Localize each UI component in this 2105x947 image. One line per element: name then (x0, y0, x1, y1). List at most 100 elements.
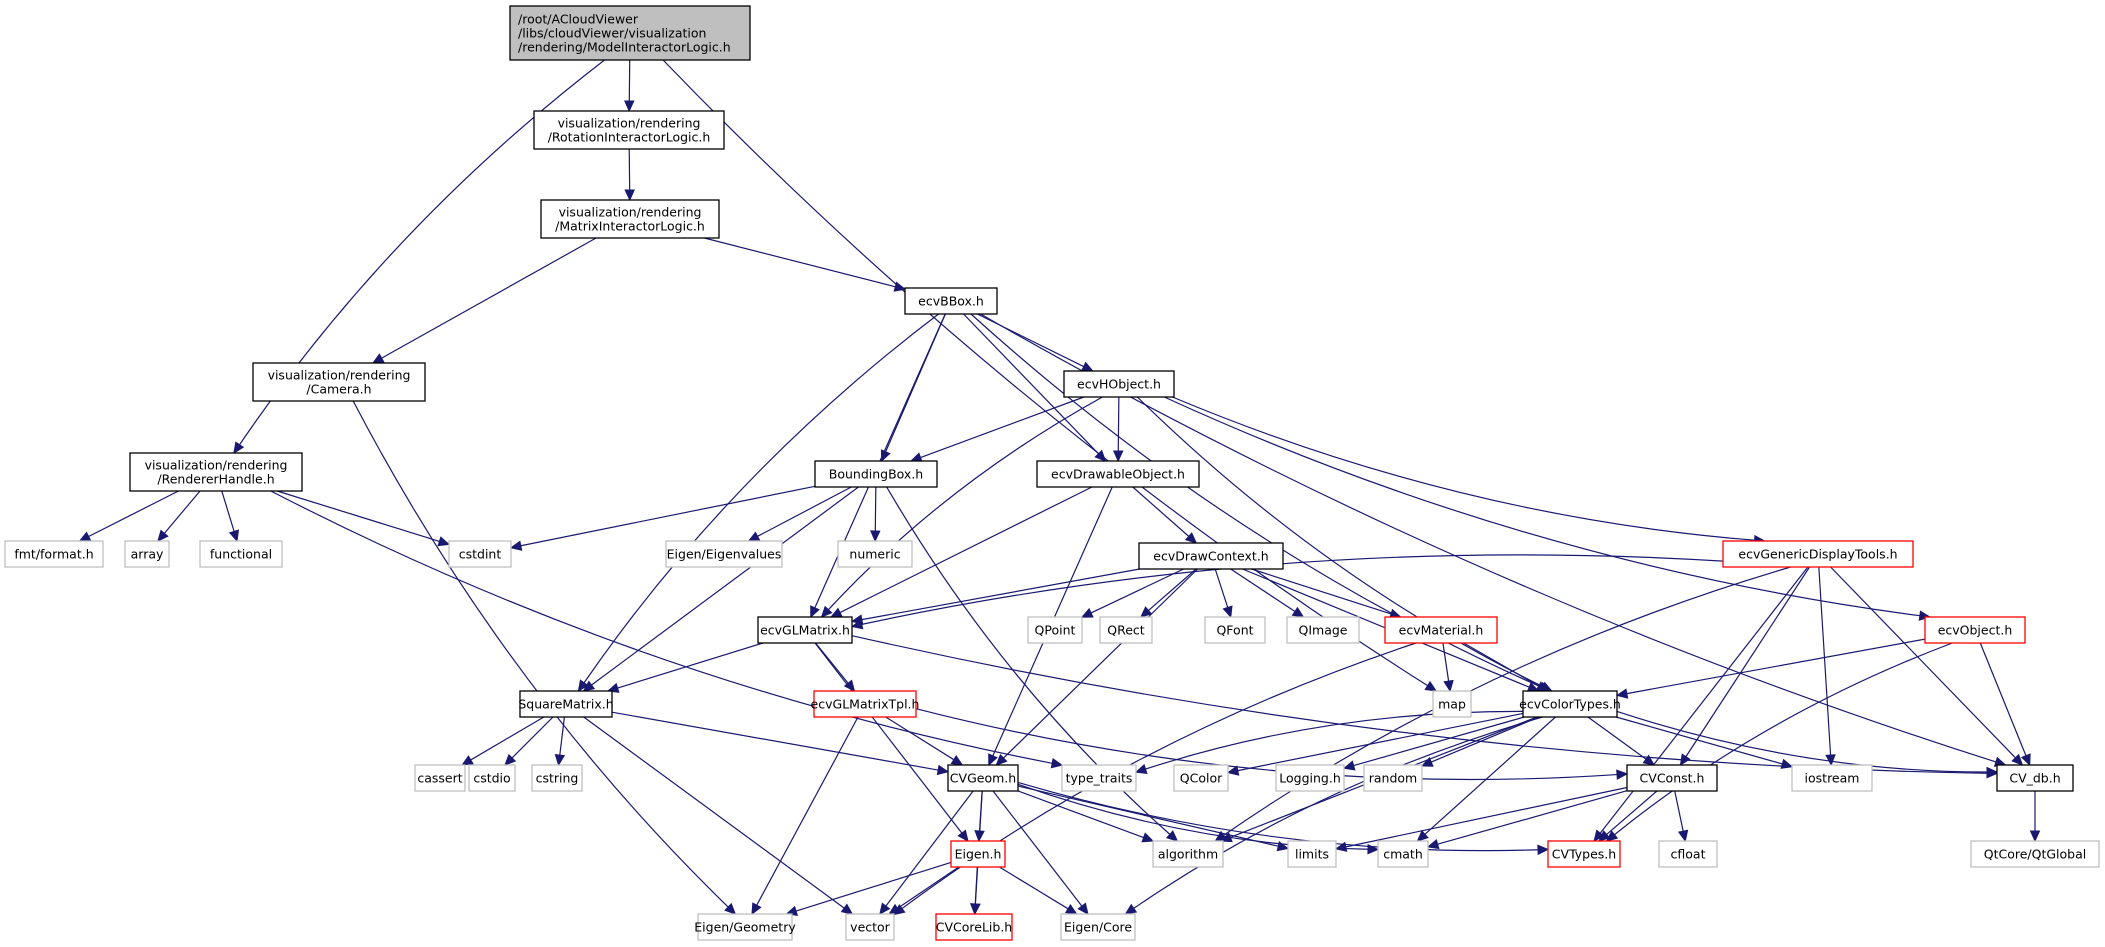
node-functional: functional (199, 540, 283, 568)
edge-renderer-to-cstdint (276, 490, 440, 542)
node-cvgeom[interactable]: CVGeom.h (947, 764, 1019, 792)
edge-generic-to-cvtypes (1599, 566, 1809, 834)
edge-drawcontext-to-qfont (1214, 568, 1229, 608)
arrowhead-glmatrixtpl-to-cvgeom (950, 754, 964, 766)
node-material[interactable]: ecvMaterial.h (1384, 616, 1498, 644)
edge-eigenh-to-cvcorelib (974, 866, 978, 905)
node-label-typetraits: type_traits (1066, 771, 1133, 786)
edge-cvgeom-to-algorithm (1017, 790, 1144, 839)
edge-ecvbbox-to-colortypes (970, 313, 1542, 688)
node-fmt: fmt/format.h (4, 540, 104, 568)
node-glmatrixtpl[interactable]: ecvGLMatrixTpl.h (811, 690, 920, 718)
node-label-matrixil: /MatrixInteractorLogic.h (555, 219, 705, 234)
node-root[interactable]: /root/ACloudViewer/libs/cloudViewer/visu… (509, 5, 751, 61)
node-box-logging (1275, 764, 1345, 792)
arrowhead-rotation-to-matrixil (624, 189, 635, 202)
arrowhead-renderer-to-typetraits (1050, 758, 1064, 769)
node-eigenh[interactable]: Eigen.h (950, 840, 1006, 868)
edge-colortypes-to-eigencore (1133, 716, 1543, 909)
node-box-drawable (1036, 460, 1200, 488)
arrowhead-glmatrix-to-eigenh (957, 829, 969, 842)
node-label-cvtypes: CVTypes.h (1552, 847, 1616, 862)
arrowhead-ecvhobject-to-drawable (1112, 450, 1124, 463)
edge-cvgeom-to-eigencore (992, 790, 1083, 907)
node-box-qimage (1286, 616, 1360, 644)
node-ecvobject[interactable]: ecvObject.h (1924, 616, 2026, 644)
node-box-drawcontext (1138, 542, 1284, 570)
edge-squarematrix-to-cassert (470, 716, 545, 761)
node-boundingbox[interactable]: BoundingBox.h (814, 460, 938, 488)
edge-cvgeom-to-cvtypes (1017, 781, 1539, 852)
node-qimage: QImage (1286, 616, 1360, 644)
node-label-camera: /Camera.h (306, 382, 371, 397)
arrowhead-boundingbox-to-squarematrix (582, 680, 596, 692)
node-cstring: cstring (531, 764, 583, 792)
edge-glmatrix-to-cvdb (851, 635, 1988, 774)
node-cvconst[interactable]: CVConst.h (1626, 764, 1718, 792)
arrowhead-squarematrix-to-cstring (554, 753, 566, 767)
node-cvcorelib[interactable]: CVCoreLib.h (935, 913, 1013, 941)
edge-colortypes-to-qcolor (1237, 712, 1524, 772)
node-label-numeric: numeric (849, 547, 900, 562)
node-label-camera: visualization/rendering (268, 368, 411, 383)
node-box-cassert (414, 764, 466, 792)
node-label-cvgeom: CVGeom.h (950, 771, 1016, 786)
arrowhead-drawcontext-to-qrect (1140, 606, 1153, 618)
node-squarematrix[interactable]: SquareMatrix.h (518, 690, 614, 718)
node-matrixil[interactable]: visualization/rendering/MatrixInteractor… (540, 199, 720, 239)
node-label-glmatrix: ecvGLMatrix.h (760, 623, 850, 638)
edge-eigenh-to-eigencore (999, 866, 1069, 910)
node-ecvbbox[interactable]: ecvBBox.h (904, 287, 998, 315)
edge-ecvbbox-to-squarematrix (583, 313, 939, 684)
node-box-qcolor (1173, 764, 1229, 792)
arrowhead-material-to-vector (893, 904, 906, 916)
node-renderer[interactable]: visualization/rendering/RendererHandle.h (129, 452, 303, 492)
node-label-renderer: visualization/rendering (145, 458, 288, 473)
edge-squarematrix-to-cstring (559, 716, 566, 756)
edge-ecvhobject-to-generic (1172, 396, 1755, 541)
node-label-material: ecvMaterial.h (1399, 623, 1484, 638)
node-generic[interactable]: ecvGenericDisplayTools.h (1722, 540, 1914, 568)
node-colortypes[interactable]: ecvColorTypes.h (1519, 690, 1621, 718)
node-box-vector (845, 913, 895, 941)
node-rotation[interactable]: visualization/rendering/RotationInteract… (533, 110, 725, 150)
node-map: map (1432, 690, 1472, 718)
edge-cvconst-to-cfloat (1674, 790, 1684, 832)
node-box-generic (1722, 540, 1914, 568)
node-ecvhobject[interactable]: ecvHObject.h (1063, 370, 1175, 398)
edge-ecvobject-to-cvtypes (1614, 642, 1953, 836)
arrowhead-ecvobject-to-colortypes (1615, 688, 1629, 699)
node-box-cvconst (1626, 764, 1718, 792)
node-camera[interactable]: visualization/rendering/Camera.h (252, 362, 426, 402)
node-label-cstring: cstring (536, 771, 579, 786)
node-label-random: random (1369, 771, 1417, 786)
edge-matrixil-to-camera (381, 237, 597, 359)
edge-ecvbbox-to-ecvhobject (977, 313, 1084, 368)
arrowhead-cvconst-to-limits (1334, 841, 1348, 852)
edge-eigenh-to-vector (897, 866, 960, 909)
arrowhead-ecvbbox-to-drawable (1094, 449, 1107, 462)
node-box-root (509, 5, 751, 61)
edge-ecvhobject-to-boundingbox (920, 396, 1085, 459)
node-box-numeric (837, 540, 913, 568)
node-box-cstdio (468, 764, 516, 792)
node-box-functional (199, 540, 283, 568)
node-label-rotation: visualization/rendering (558, 116, 701, 131)
arrowhead-cvgeom-to-vector (879, 902, 891, 915)
node-glmatrix[interactable]: ecvGLMatrix.h (757, 616, 853, 644)
node-cvtypes[interactable]: CVTypes.h (1547, 840, 1621, 868)
edge-colortypes-to-iostream (1615, 716, 1783, 765)
arrowhead-generic-to-glmatrix (850, 619, 864, 630)
node-cvdb[interactable]: CV_db.h (1996, 764, 2074, 792)
edge-ecvhobject-to-drawable (1117, 396, 1120, 452)
node-box-array (124, 540, 170, 568)
edge-generic-to-cvconst (1685, 566, 1811, 757)
node-label-renderer: /RendererHandle.h (157, 472, 274, 487)
node-label-squarematrix: SquareMatrix.h (518, 697, 613, 712)
node-label-cvdb: CV_db.h (2009, 771, 2060, 786)
node-drawable[interactable]: ecvDrawableObject.h (1036, 460, 1200, 488)
arrowhead-cvgeom-to-algorithm (1141, 832, 1155, 843)
arrowhead-ecvbbox-to-squarematrix (577, 679, 589, 693)
arrowhead-colortypes-to-typetraits (1134, 763, 1148, 774)
node-drawcontext[interactable]: ecvDrawContext.h (1138, 542, 1284, 570)
